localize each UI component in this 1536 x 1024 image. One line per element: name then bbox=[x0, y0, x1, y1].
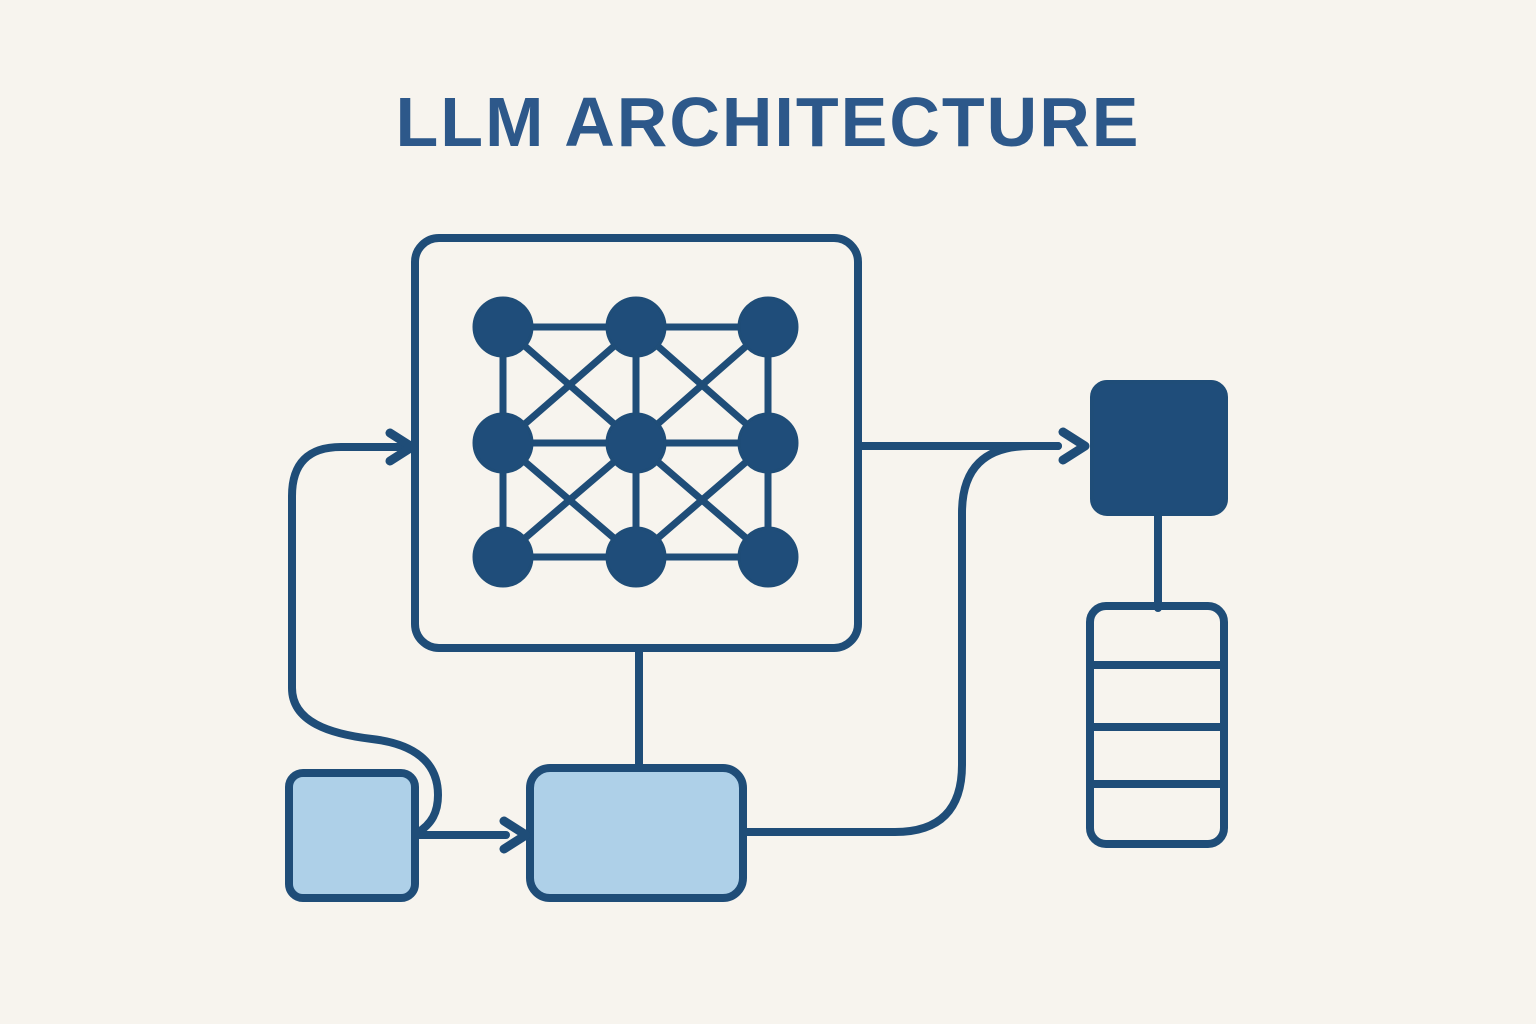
process-box bbox=[526, 764, 747, 902]
nn-node bbox=[737, 526, 799, 588]
arrowhead-into-output-box bbox=[1058, 427, 1090, 465]
feedback-loop-connector bbox=[288, 443, 443, 837]
connector-process-to-output bbox=[739, 442, 1062, 836]
arrowhead-into-neural-network-box bbox=[385, 428, 417, 466]
neural-network-outline bbox=[411, 234, 862, 652]
nn-node bbox=[605, 296, 667, 358]
nn-node bbox=[472, 296, 534, 358]
nn-node bbox=[605, 412, 667, 474]
output-box bbox=[1090, 380, 1228, 516]
nn-node bbox=[737, 296, 799, 358]
neural-network-box bbox=[411, 234, 862, 652]
nn-nodes bbox=[472, 296, 799, 588]
connectors bbox=[288, 442, 1162, 839]
nn-node bbox=[605, 526, 667, 588]
nn-node bbox=[472, 526, 534, 588]
page-title: LLM ARCHITECTURE bbox=[395, 83, 1141, 161]
nn-node bbox=[737, 412, 799, 474]
input-box bbox=[285, 769, 419, 902]
arrowhead-into-process-box bbox=[499, 816, 531, 854]
stack-box bbox=[1086, 602, 1228, 848]
arrowheads bbox=[385, 427, 1090, 854]
nn-node bbox=[472, 412, 534, 474]
